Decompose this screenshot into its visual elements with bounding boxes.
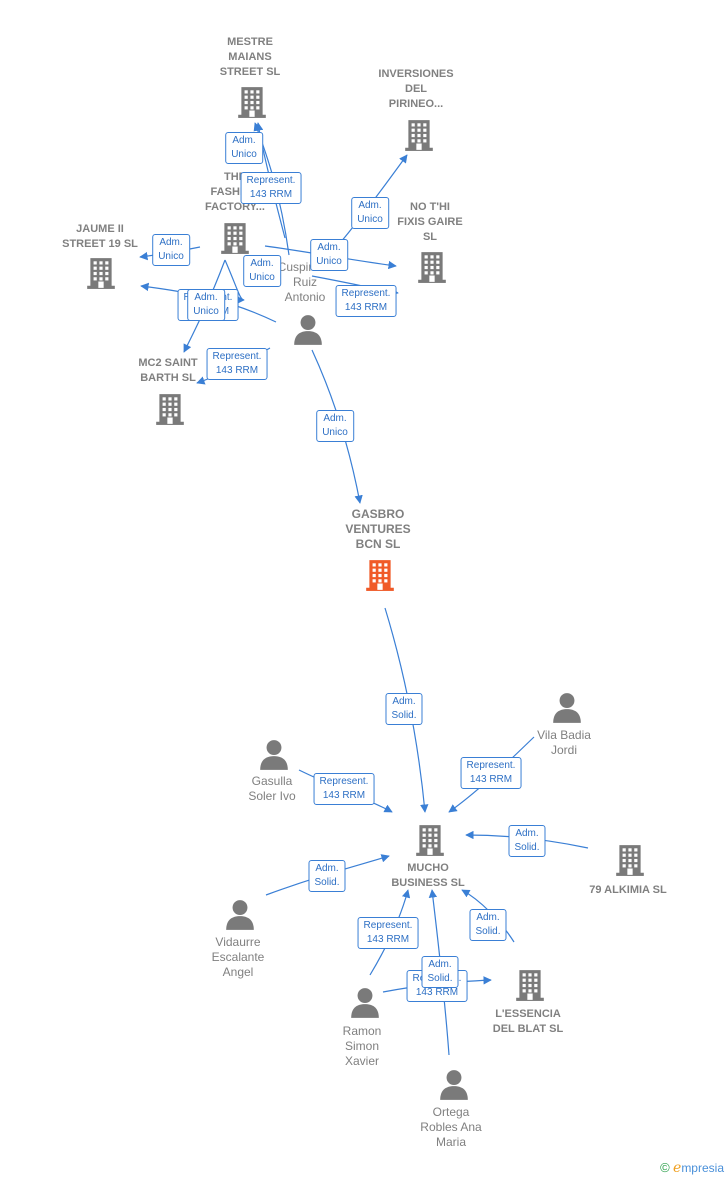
edge-label[interactable]: Represent. 143 RRM (460, 757, 522, 789)
person-name-label[interactable]: Ramon Simon Xavier (342, 1024, 382, 1068)
edge-label[interactable]: Adm. Solid. (308, 860, 346, 892)
person-name-label[interactable]: Vidaurre Escalante Angel (211, 935, 265, 979)
edge-label[interactable]: Represent. 143 RRM (357, 917, 419, 949)
building-icon[interactable] (513, 968, 547, 1007)
edge-label[interactable]: Adm. Unico (225, 132, 263, 164)
person-icon[interactable] (291, 313, 325, 352)
person-name-label[interactable]: Gasulla Soler Ivo (248, 774, 296, 803)
company-name-label[interactable]: 79 ALKIMIA SL (589, 884, 667, 896)
company-name-label[interactable]: L'ESSENCIA DEL BLAT SL (492, 1008, 564, 1035)
brand-logo[interactable]: © empresia (660, 1160, 724, 1176)
person-name-label[interactable]: Ortega Robles Ana Maria (420, 1105, 482, 1149)
edge-label[interactable]: Represent. 143 RRM (335, 285, 397, 317)
brand-name: mpresia (681, 1161, 724, 1175)
edge-label[interactable]: Adm. Unico (152, 234, 190, 266)
company-name-label[interactable]: MUCHO BUSINESS SL (391, 862, 465, 889)
edge-label[interactable]: Represent. 143 RRM (240, 172, 302, 204)
person-icon[interactable] (437, 1068, 471, 1107)
company-name-label[interactable]: JAUME II STREET 19 SL (62, 223, 138, 250)
edge-label[interactable]: Adm. Solid. (385, 693, 423, 725)
edge-label[interactable]: Adm. Unico (351, 197, 389, 229)
brand-initial: e (673, 1160, 682, 1176)
edge-label[interactable]: Adm. Unico (243, 255, 281, 287)
company-name-label[interactable]: INVERSIONES DEL PIRINEO... (378, 68, 454, 110)
person-icon[interactable] (257, 738, 291, 777)
person-name-label[interactable]: Vila Badia Jordi (537, 728, 591, 757)
building-icon[interactable] (218, 221, 252, 260)
edge-label[interactable]: Adm. Unico (316, 410, 354, 442)
edge-label[interactable]: Represent. 143 RRM (206, 348, 268, 380)
person-icon[interactable] (223, 898, 257, 937)
company-name-label[interactable]: MESTRE MAIANS STREET SL (219, 36, 281, 78)
building-icon[interactable] (84, 256, 118, 295)
company-name-label[interactable]: NO T'HI FIXIS GAIRE SL (397, 201, 463, 243)
building-icon[interactable] (235, 85, 269, 124)
person-icon[interactable] (348, 986, 382, 1025)
edge-label[interactable]: Adm. Solid. (508, 825, 546, 857)
person-icon[interactable] (550, 691, 584, 730)
building-icon[interactable] (613, 843, 647, 882)
copyright-symbol: © (660, 1160, 670, 1175)
edge-label[interactable]: Adm. Solid. (469, 909, 507, 941)
edge-label[interactable]: Adm. Solid. (421, 956, 459, 988)
edge-label[interactable]: Represent. 143 RRM (313, 773, 375, 805)
company-name-label[interactable]: MC2 SAINT BARTH SL (138, 357, 198, 384)
company-name-label[interactable]: GASBRO VENTURES BCN SL (345, 507, 411, 551)
person-name-label[interactable]: Cuspinera Ruiz Antonio (277, 260, 333, 304)
building-icon[interactable] (153, 392, 187, 431)
building-icon[interactable] (363, 558, 397, 597)
edge-label[interactable]: Adm. Unico (187, 289, 225, 321)
building-icon[interactable] (415, 250, 449, 289)
edge-label[interactable]: Adm. Unico (310, 239, 348, 271)
building-icon[interactable] (413, 823, 447, 862)
building-icon[interactable] (402, 118, 436, 157)
